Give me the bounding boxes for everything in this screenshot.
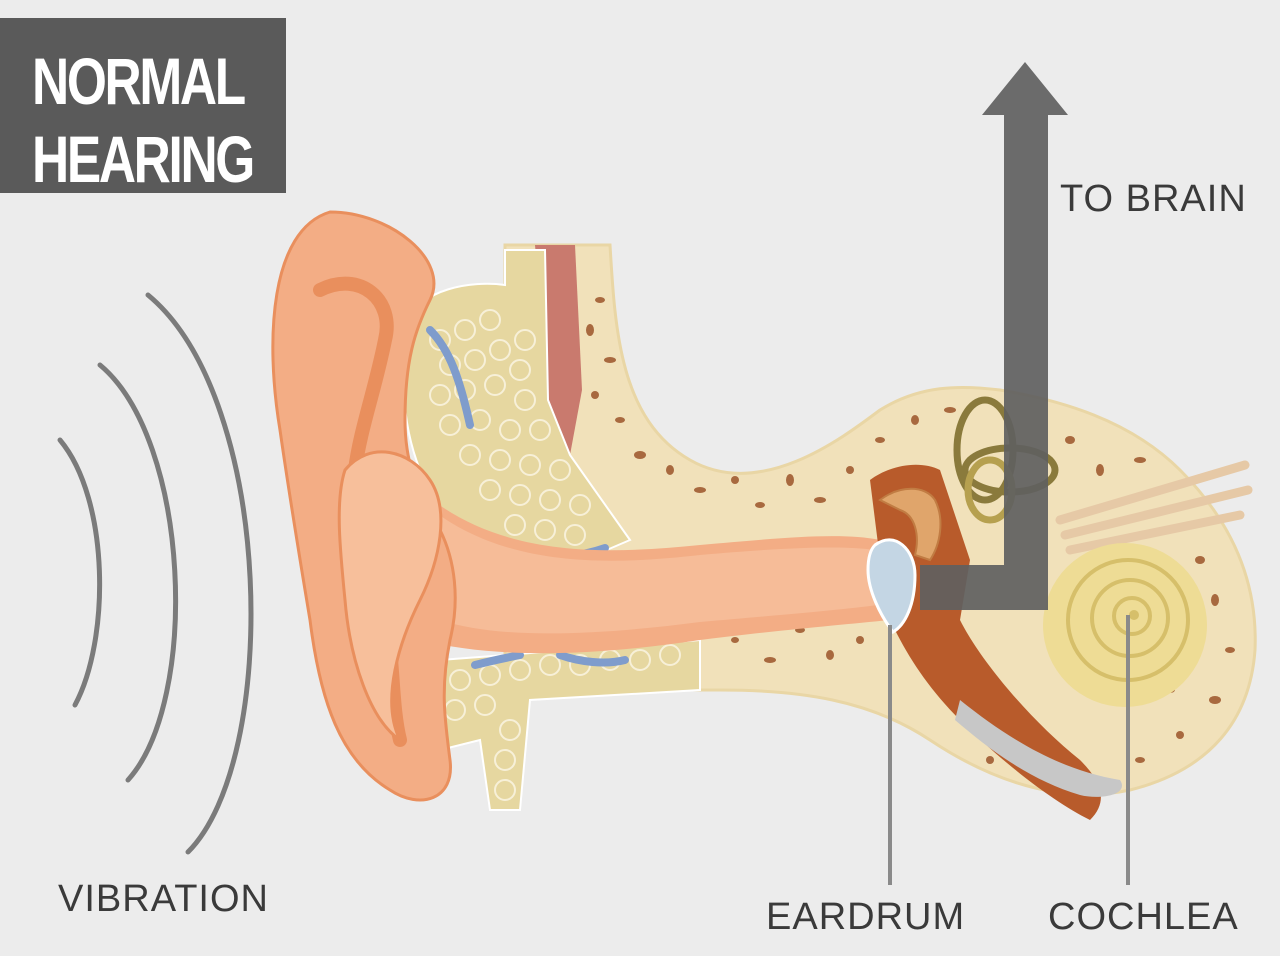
fatty-tissue-lower <box>439 638 701 811</box>
cochlea-label: COCHLEA <box>1048 896 1239 938</box>
vibration-label: VIBRATION <box>58 878 269 920</box>
title-line-1: NORMAL <box>32 44 246 118</box>
eardrum-label: EARDRUM <box>766 896 966 938</box>
ear-canal-lining <box>420 500 878 634</box>
eardrum-shape <box>866 538 917 634</box>
bone-texture <box>586 297 1235 764</box>
auditory-nerve <box>1055 460 1253 555</box>
title-line-2: HEARING <box>32 122 255 196</box>
cochlea-shape <box>1043 543 1207 707</box>
to-brain-arrow <box>920 62 1068 610</box>
vibration-waves <box>57 292 254 855</box>
title-box: NORMAL HEARING <box>0 18 286 193</box>
eustachian-tube <box>955 700 1122 797</box>
to-brain-label: TO BRAIN <box>1060 178 1247 220</box>
ossicles <box>878 487 942 562</box>
fat-cells <box>429 309 681 801</box>
concha <box>337 450 443 745</box>
